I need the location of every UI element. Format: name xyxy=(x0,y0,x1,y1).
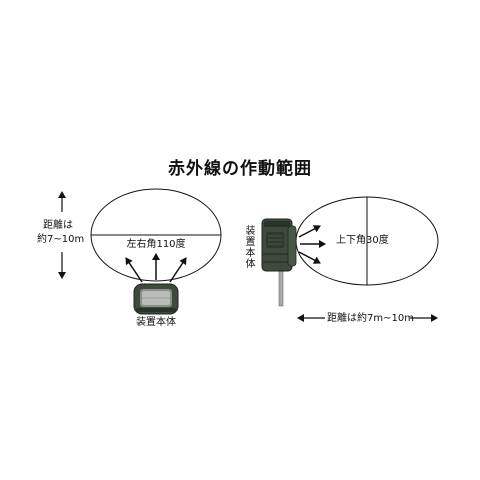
beam-arrow-up xyxy=(298,225,321,238)
device-pole xyxy=(278,267,284,307)
distance-label-line1: 距離は xyxy=(43,220,73,231)
beam-arrow-right xyxy=(169,257,187,283)
beam-arrow-left xyxy=(125,257,143,283)
vertical-angle-label: 上下角30度 xyxy=(336,235,389,246)
device-side-view xyxy=(261,218,297,272)
device-top-view xyxy=(133,283,179,315)
beam-arrow-down xyxy=(298,251,321,264)
diagram-title: 赤外線の作動範囲 xyxy=(168,159,312,179)
horizontal-angle-label: 左右角110度 xyxy=(126,239,186,250)
device-label-right: 装置本体 xyxy=(245,226,256,270)
device-label-left: 装置本体 xyxy=(136,317,176,328)
distance-label-right: 距離は約7m~10m xyxy=(327,313,414,324)
distance-label-line2: 約7~10m xyxy=(37,234,85,245)
